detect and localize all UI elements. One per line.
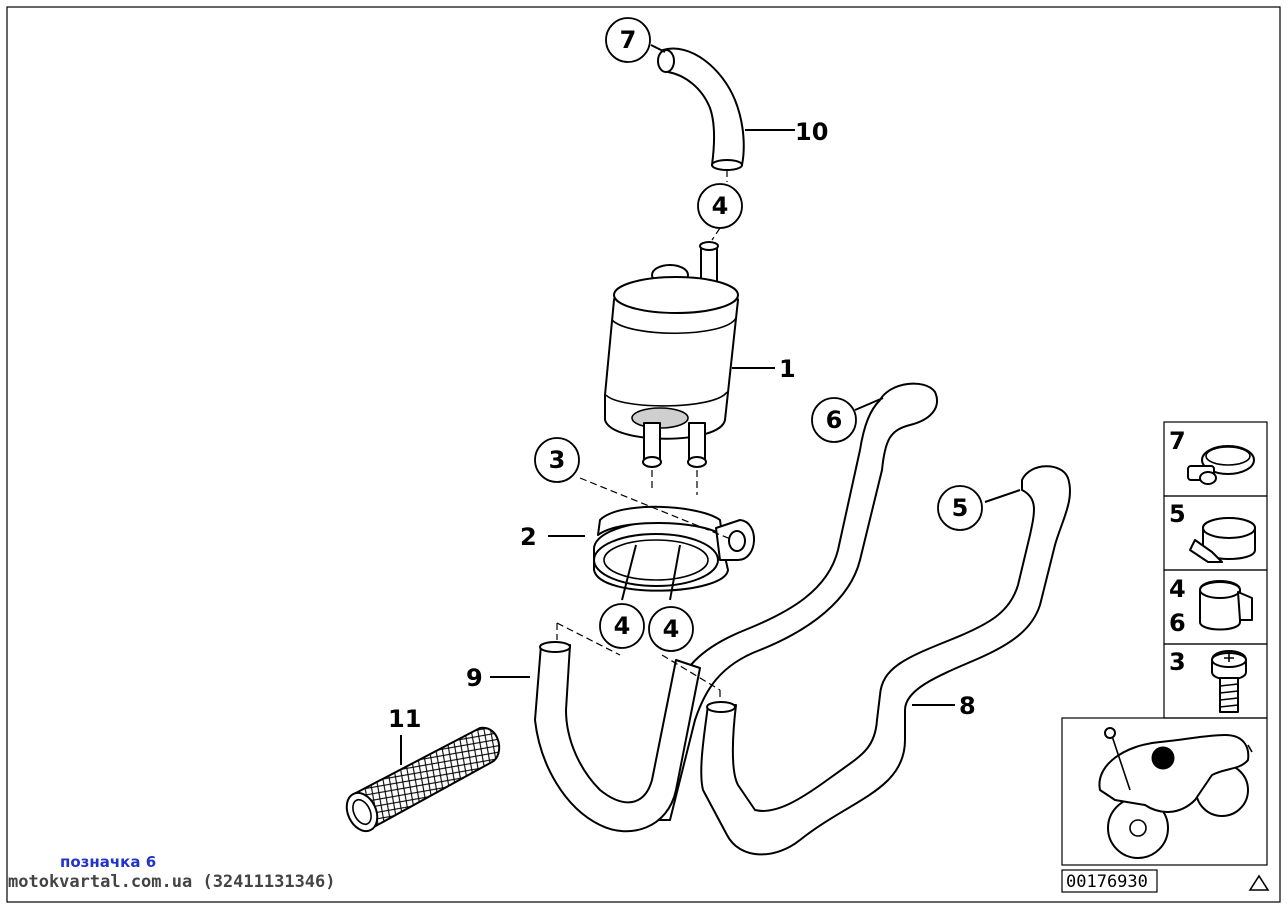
hose-9[interactable] (534, 641, 701, 833)
callout-5-text: 5 (952, 494, 969, 522)
leader-lines (400, 44, 1021, 765)
hose-10[interactable] (657, 47, 745, 171)
legend-num-7: 7 (1169, 427, 1186, 455)
callout-7: 7 (605, 17, 651, 63)
callout-6-text: 6 (826, 406, 843, 434)
legend-panel: 7 5 4 6 3 (1061, 421, 1270, 893)
holder-clamp-2[interactable] (592, 505, 755, 592)
hose-clamp-spring-icon (1199, 580, 1253, 631)
callout-5: 5 (937, 485, 983, 531)
label-11: 11 (388, 705, 421, 733)
label-10: 10 (795, 118, 828, 146)
hose-clamp-screw-icon (1187, 445, 1255, 485)
callout-6: 6 (811, 397, 857, 443)
label-9: 9 (466, 664, 483, 692)
triangle-mark-icon (1248, 874, 1270, 891)
motorcycle-locator-icon (1098, 727, 1253, 859)
watermark-text: motokvartal.com.ua (32411131346) (8, 872, 336, 892)
fuel-filter-1[interactable] (604, 241, 739, 468)
callout-4-left-text: 4 (614, 612, 631, 640)
callout-4-left: 4 (599, 603, 645, 649)
callout-7-text: 7 (620, 26, 637, 54)
legend-num-5: 5 (1169, 500, 1186, 528)
callout-3: 3 (534, 437, 580, 483)
callout-4-top-text: 4 (712, 192, 729, 220)
screw-icon (1211, 650, 1247, 713)
callout-4-top: 4 (697, 183, 743, 229)
label-8: 8 (959, 692, 976, 720)
diagram-frame (6, 6, 1281, 903)
note-label: позначка 6 (60, 853, 157, 871)
hose-6[interactable] (644, 382, 938, 821)
callout-4-right-text: 4 (663, 615, 680, 643)
legend-num-4: 4 (1169, 575, 1186, 603)
callout-4-right: 4 (648, 606, 694, 652)
legend-num-3: 3 (1169, 648, 1186, 676)
assembly-lines (556, 170, 734, 702)
hose-8[interactable] (700, 465, 1071, 856)
braided-sleeve-11[interactable] (341, 726, 501, 836)
label-2: 2 (520, 523, 537, 551)
legend-num-6: 6 (1169, 609, 1186, 637)
hose-clamp-band-icon (1189, 517, 1256, 563)
diagram-code: 00176930 (1066, 872, 1148, 892)
callout-3-text: 3 (549, 446, 566, 474)
label-1: 1 (779, 355, 796, 383)
